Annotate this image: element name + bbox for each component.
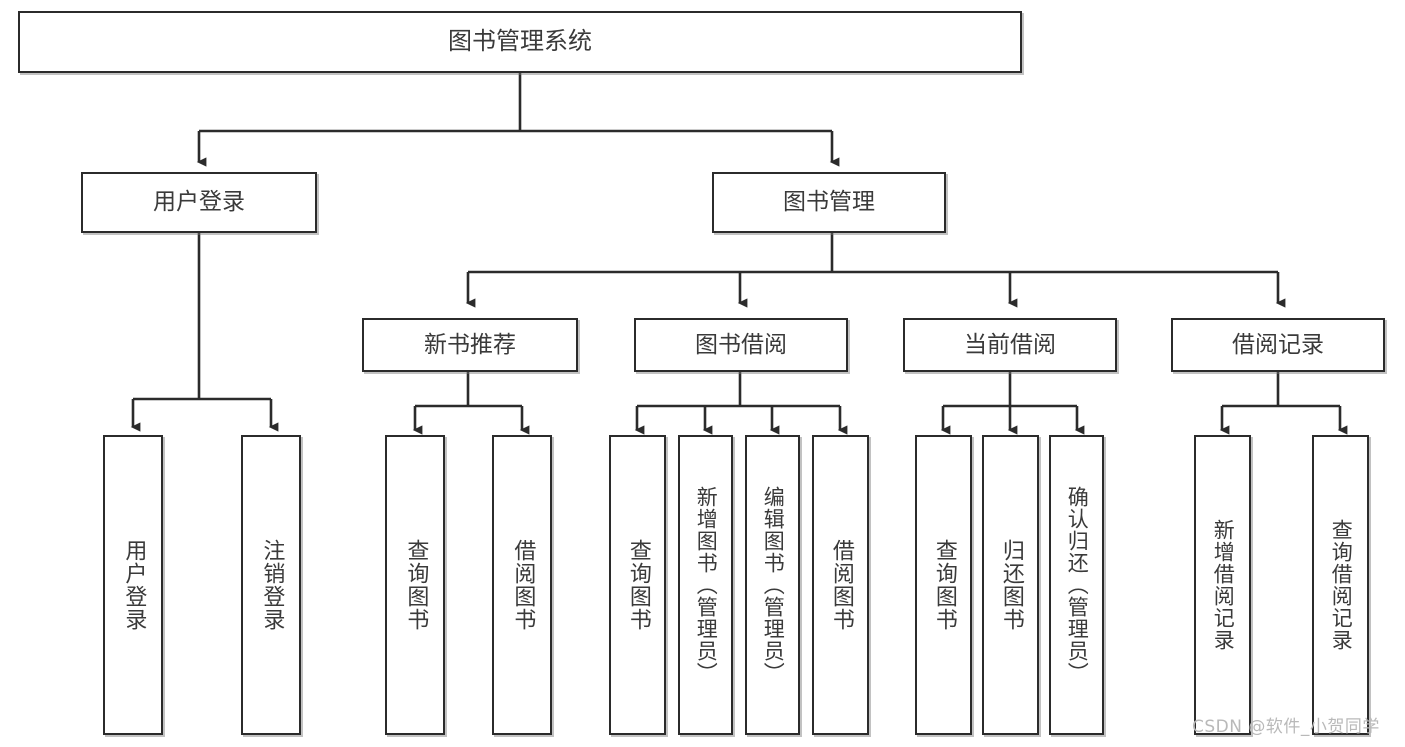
leaf-record-query-record[interactable]: 查询借阅记录 [1312, 435, 1369, 735]
leaf-recommend-query-book[interactable]: 查询图书 [385, 435, 445, 735]
node-label: 查询图书 [625, 539, 651, 631]
watermark: CSDN @软件_小贺同学 [1192, 717, 1380, 737]
node-root-system[interactable]: 图书管理系统 [18, 11, 1022, 73]
leaf-current-confirm-return-admin[interactable]: 确认归还（管理员） [1049, 435, 1104, 735]
leaf-borrow-edit-book-admin[interactable]: 编辑图书（管理员） [745, 435, 800, 735]
node-label: 图书管理系统 [448, 27, 592, 56]
node-borrow-record[interactable]: 借阅记录 [1171, 318, 1385, 372]
node-label: 新增借阅记录 [1211, 519, 1236, 651]
leaf-current-query-book[interactable]: 查询图书 [915, 435, 972, 735]
node-book-management[interactable]: 图书管理 [712, 172, 946, 233]
node-label: 编辑图书（管理员） [761, 486, 786, 684]
leaf-borrow-add-book-admin[interactable]: 新增图书（管理员） [678, 435, 733, 735]
node-label: 确认归还（管理员） [1065, 486, 1090, 684]
node-new-book-recommend[interactable]: 新书推荐 [362, 318, 578, 372]
node-user-login[interactable]: 用户登录 [81, 172, 317, 233]
node-label: 新书推荐 [424, 331, 516, 358]
node-label: 当前借阅 [964, 331, 1056, 358]
leaf-current-return-book[interactable]: 归还图书 [982, 435, 1039, 735]
node-label: 查询借阅记录 [1329, 519, 1354, 651]
node-label: 注销登录 [259, 539, 285, 631]
node-label: 图书借阅 [695, 331, 787, 358]
node-label: 借阅图书 [510, 539, 536, 631]
leaf-borrow-borrow-book[interactable]: 借阅图书 [812, 435, 869, 735]
node-label: 借阅图书 [828, 539, 854, 631]
node-label: 用户登录 [121, 539, 147, 631]
node-label: 查询图书 [931, 539, 957, 631]
leaf-recommend-borrow-book[interactable]: 借阅图书 [492, 435, 552, 735]
node-label: 图书管理 [783, 189, 875, 216]
node-current-borrow[interactable]: 当前借阅 [903, 318, 1117, 372]
node-book-borrow[interactable]: 图书借阅 [634, 318, 848, 372]
leaf-record-add-record[interactable]: 新增借阅记录 [1194, 435, 1251, 735]
node-label: 查询图书 [403, 539, 429, 631]
node-label: 用户登录 [153, 189, 245, 216]
leaf-borrow-query-book[interactable]: 查询图书 [609, 435, 666, 735]
node-label: 借阅记录 [1232, 331, 1324, 358]
leaf-user-login[interactable]: 用户登录 [103, 435, 163, 735]
node-label: 归还图书 [998, 539, 1024, 631]
leaf-user-logout[interactable]: 注销登录 [241, 435, 301, 735]
node-label: 新增图书（管理员） [694, 486, 719, 684]
